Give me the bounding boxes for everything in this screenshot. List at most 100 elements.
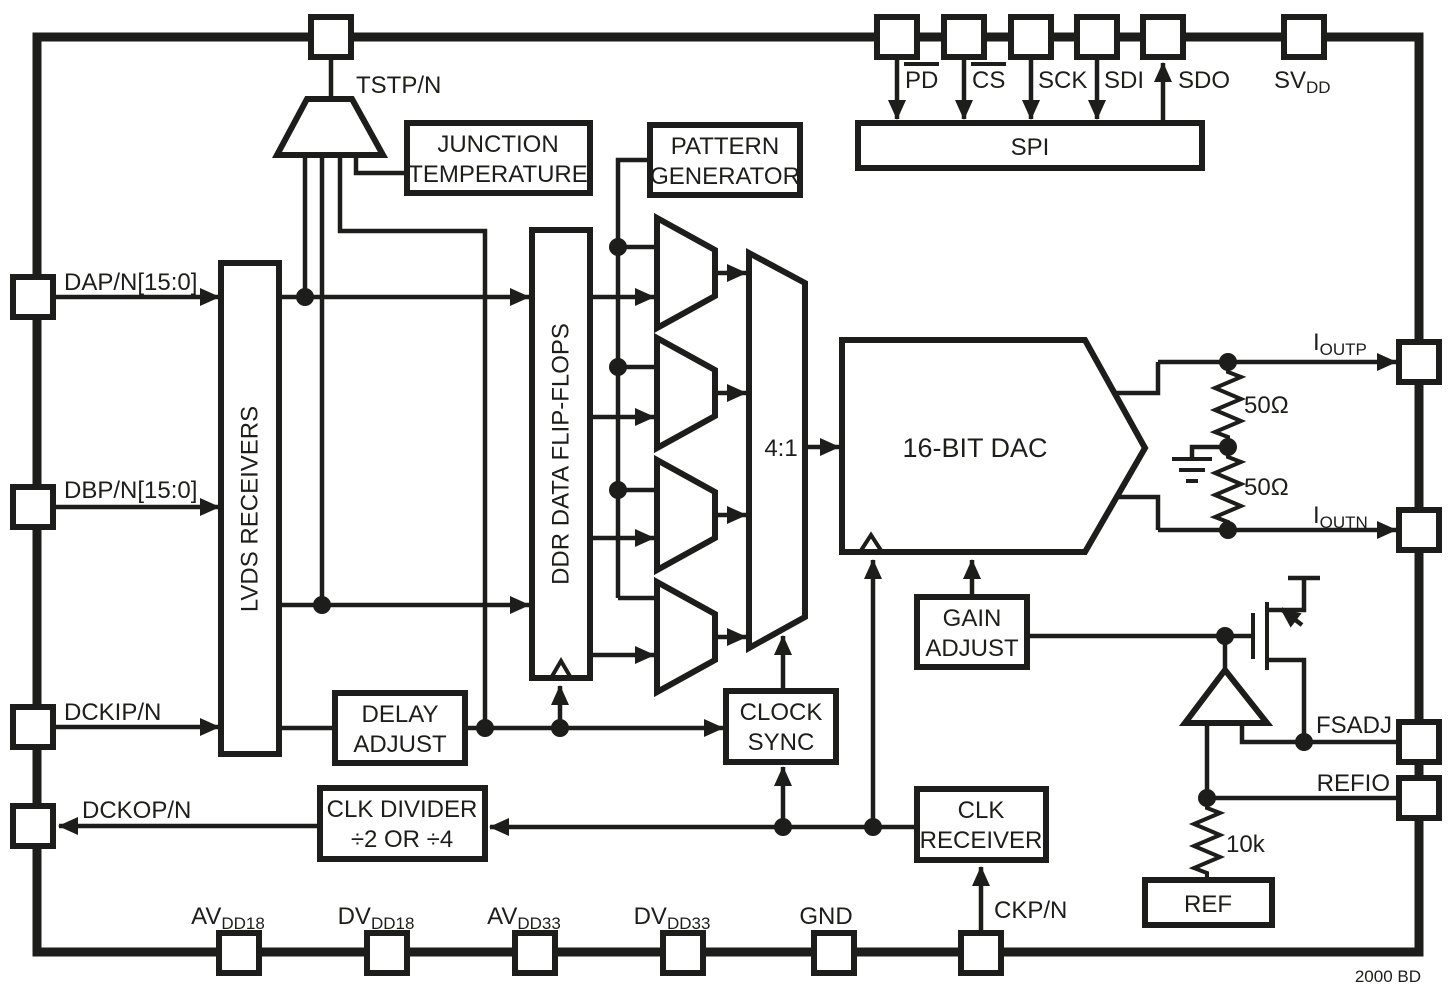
pin-svdd	[1281, 14, 1327, 60]
pin-label-sck: SCK	[1038, 67, 1087, 94]
ioutp-sub: OUTP	[1320, 340, 1367, 359]
resistor-10k	[1188, 798, 1226, 880]
ioutn-main: I	[1313, 502, 1320, 529]
labels: TSTP/N PD CS SCK SDI SDO SVDD DAP/N[15:0…	[64, 67, 1421, 986]
pin-ioutp	[1396, 339, 1442, 385]
label-resistor-10k: 10k	[1226, 831, 1266, 858]
block-label-spi: SPI	[1011, 134, 1050, 161]
pin-label-sdi: SDI	[1104, 67, 1144, 94]
junction-dot	[1198, 789, 1216, 807]
wire	[1239, 723, 1399, 745]
pin-label-avdd18: AVDD18	[191, 903, 265, 933]
block-label-pattern-generator-2: GENERATOR	[650, 163, 800, 190]
pin-label-refio: REFIO	[1317, 770, 1390, 797]
pin-dap	[10, 274, 56, 320]
junction-dot	[609, 358, 627, 376]
reference-amp	[1178, 665, 1274, 726]
figure-note: 2000 BD	[1355, 967, 1421, 986]
pin-dckip	[10, 704, 56, 750]
pin-avdd33	[512, 930, 558, 976]
block-ddr-flip-flops	[529, 227, 593, 681]
dvdd33-main: DV	[634, 903, 667, 930]
tstp-buffer	[271, 96, 389, 158]
junction-dot	[774, 818, 792, 836]
junction-dot	[1219, 353, 1237, 371]
block-label-pattern-generator-1: PATTERN	[671, 133, 779, 160]
pin-tstp	[308, 14, 354, 60]
pin-label-avdd33: AVDD33	[487, 903, 561, 933]
dvdd18-sub: DD18	[371, 914, 414, 933]
mux2to1-2	[654, 332, 718, 454]
pin-sdo	[1140, 14, 1186, 60]
label-resistor-50-top: 50Ω	[1244, 392, 1289, 419]
dac-clock-notch	[858, 531, 884, 554]
pin-label-tstp: TSTP/N	[356, 72, 441, 99]
block-clock-sync	[723, 688, 839, 765]
block-mux-4to1	[746, 247, 808, 654]
pin-dvdd18	[364, 930, 410, 976]
pin-label-ckp: CKP/N	[994, 897, 1067, 924]
pin-dvdd33	[660, 930, 706, 976]
block-label-clk-receiver-1: CLK	[958, 797, 1005, 824]
pin-sck	[1008, 14, 1054, 60]
block-label-mux41: 4:1	[764, 435, 797, 462]
pin-sdi	[1074, 14, 1120, 60]
wires	[279, 57, 1399, 801]
pin-ckp	[958, 930, 1004, 976]
ioutp-main: I	[1313, 329, 1320, 356]
pin-label-fsadj: FSADJ	[1316, 712, 1392, 739]
block-label-clk-divider-2: ÷2 OR ÷4	[351, 826, 453, 853]
pin-fsadj	[1396, 719, 1442, 765]
block-label-ddr-flip-flops: DDR DATA FLIP-FLOPS	[548, 323, 575, 585]
pin-refio	[1396, 775, 1442, 821]
junction-dot	[1216, 627, 1234, 645]
pin-label-dvdd18: DVDD18	[338, 903, 415, 933]
wire	[353, 155, 407, 176]
pin-label-dvdd33: DVDD33	[634, 903, 711, 933]
avdd33-sub: DD33	[517, 914, 560, 933]
block-label-delay-adjust-1: DELAY	[362, 701, 439, 728]
junction-dot	[313, 596, 331, 614]
block-label-dac: 16-BIT DAC	[902, 433, 1047, 463]
pin-label-dap: DAP/N[15:0]	[64, 269, 197, 296]
pin-label-cs: CS	[972, 67, 1005, 94]
dvdd33-sub: DD33	[667, 914, 710, 933]
ioutn-sub: OUTN	[1320, 513, 1368, 532]
pin-label-dbp: DBP/N[15:0]	[64, 477, 197, 504]
pin-gnd	[811, 930, 857, 976]
block-delay-adjust	[332, 690, 468, 766]
block-spi	[855, 120, 1205, 171]
mux2to1-4	[654, 576, 718, 698]
junction-dot	[864, 818, 882, 836]
block-label-clk-receiver-2: RECEIVER	[920, 827, 1043, 854]
junction-dot	[609, 481, 627, 499]
block-lvds-receivers	[218, 260, 282, 757]
junction-dots	[296, 238, 1313, 836]
block-label-clock-sync-2: SYNC	[748, 729, 815, 756]
block-pattern-generator	[647, 122, 803, 198]
wire	[618, 244, 657, 601]
pin-label-dckop: DCKOP/N	[82, 797, 191, 824]
block-label-junction-temperature-1: JUNCTION	[437, 131, 558, 158]
junction-dot	[296, 288, 314, 306]
ground-bars	[1172, 457, 1212, 483]
pin-label-gnd: GND	[799, 903, 852, 930]
wire	[1110, 362, 1161, 396]
block-gain-adjust	[914, 594, 1030, 670]
block-clk-divider	[317, 785, 488, 862]
block-junction-temperature	[404, 120, 593, 196]
svdd-main: SV	[1274, 67, 1306, 94]
junction-dot	[551, 719, 569, 737]
avdd18-main: AV	[191, 903, 221, 930]
pin-dbp	[10, 484, 56, 530]
avdd18-sub: DD18	[221, 914, 264, 933]
resistor-50ohm-top	[1209, 362, 1247, 446]
mux2to1-3	[654, 454, 718, 576]
junction-dot	[1219, 438, 1237, 456]
block-label-clock-sync-1: CLOCK	[740, 699, 823, 726]
block-label-clk-divider-1: CLK DIVIDER	[327, 796, 478, 823]
ff-clock-notch	[549, 657, 573, 680]
dvdd18-main: DV	[338, 903, 371, 930]
